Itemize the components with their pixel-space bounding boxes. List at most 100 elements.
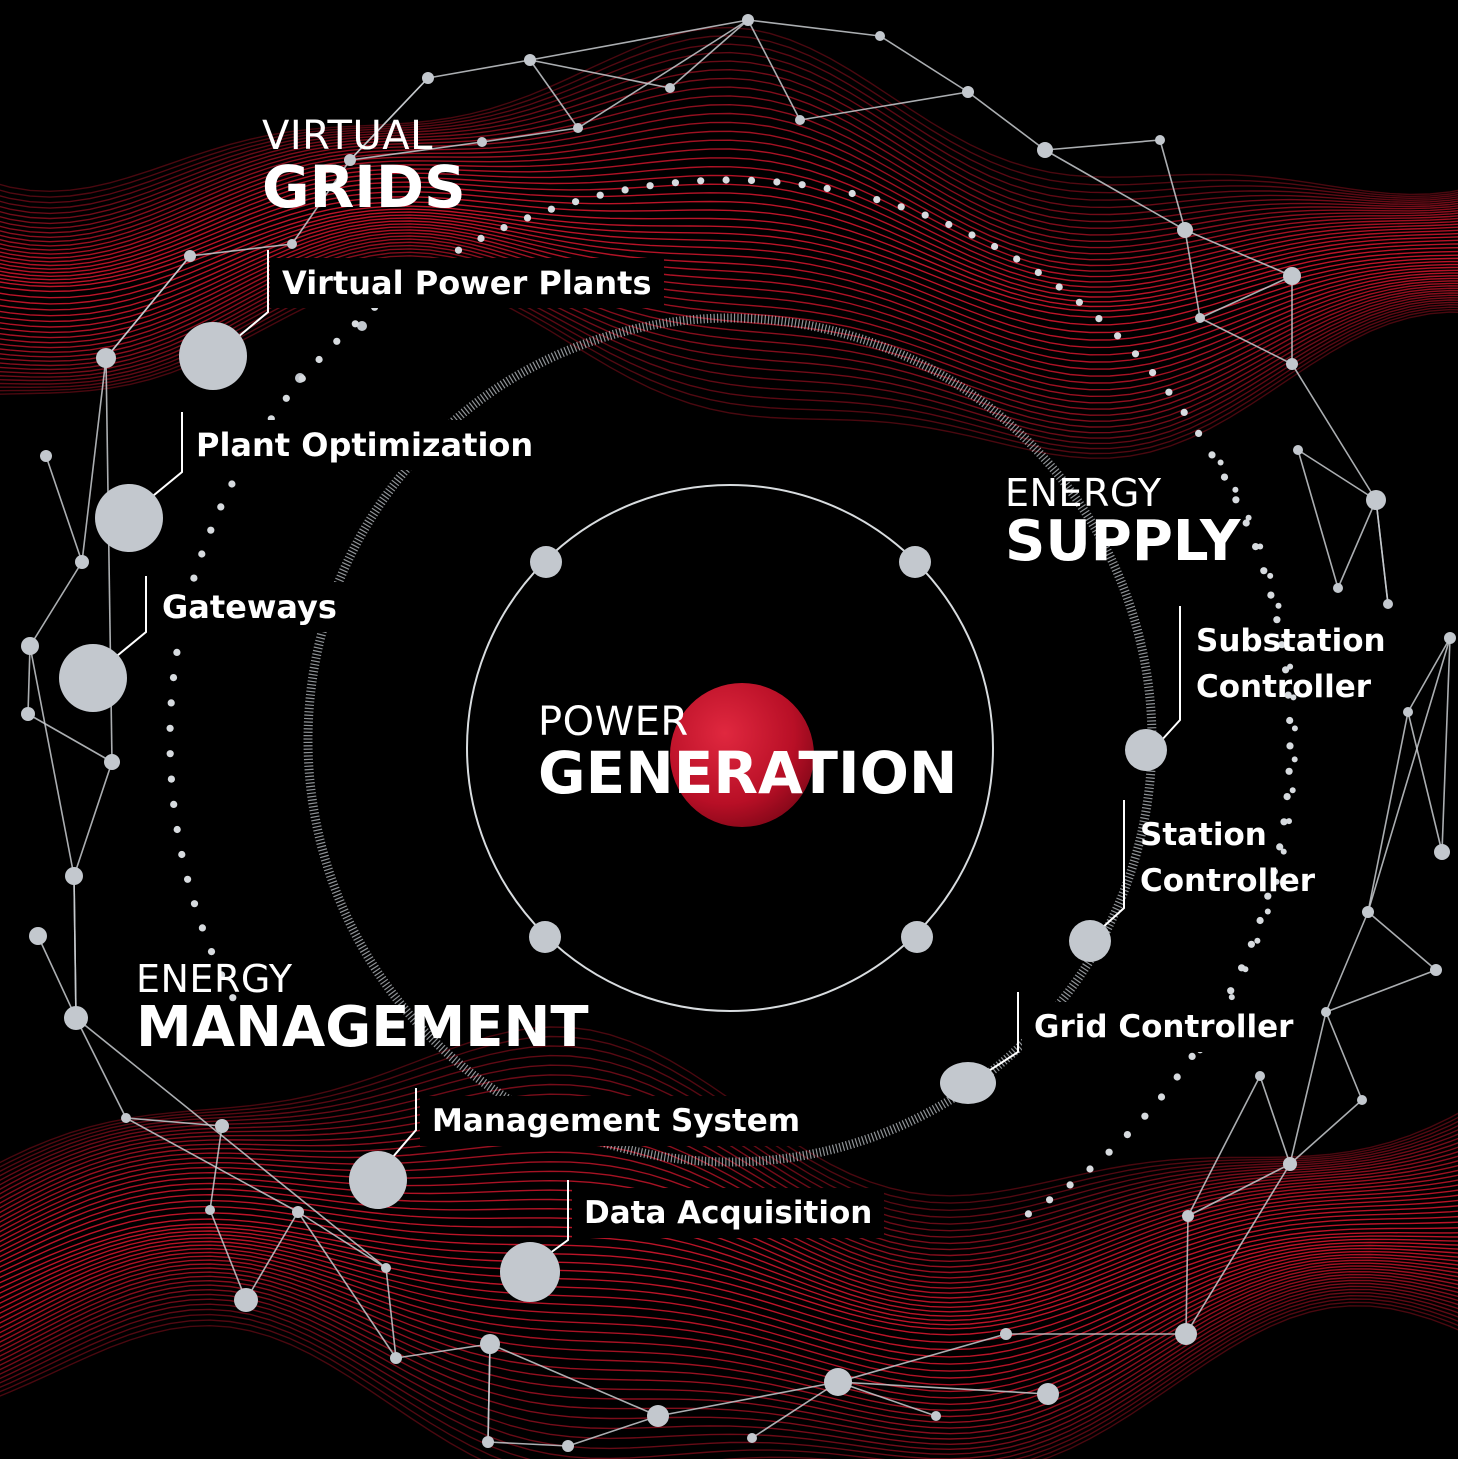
mesh-node: [524, 54, 536, 66]
data-acquisition-node: [500, 1242, 560, 1302]
wave-line: [0, 86, 1458, 229]
mesh-link: [1185, 1215, 1189, 1335]
wave-line: [0, 1282, 1458, 1446]
wave-line: [0, 181, 1458, 293]
ring-dot: [1095, 315, 1103, 323]
mesh-link: [1259, 1075, 1291, 1165]
mesh-link: [481, 127, 579, 143]
ring-dot: [1254, 937, 1261, 944]
wave-line: [0, 1305, 1458, 1459]
mesh-node: [422, 72, 434, 84]
virtual-power-plants-tag: Virtual Power Plants: [270, 258, 664, 308]
mesh-link: [45, 455, 83, 563]
ring-dot: [1149, 369, 1157, 377]
ring-dot: [596, 191, 604, 199]
ring-dot: [671, 179, 680, 187]
wave-line: [0, 223, 1458, 363]
energy-management-line1: ENERGY: [136, 957, 293, 1001]
mesh-link: [297, 1211, 397, 1359]
ring-dot: [1264, 908, 1271, 915]
wave-line: [0, 1122, 1458, 1263]
mesh-node: [1357, 1095, 1367, 1105]
ring-dot: [1270, 868, 1278, 876]
ring-dot: [1275, 602, 1282, 609]
mesh-link: [669, 19, 749, 89]
wave-line: [0, 201, 1458, 312]
ring-dot: [1289, 787, 1296, 794]
mesh-node: [742, 14, 754, 26]
ring-dot: [1195, 429, 1203, 437]
gateways-tag: Gateways: [150, 582, 349, 632]
wave-line: [0, 77, 1458, 225]
mesh-link: [1289, 1099, 1363, 1165]
ring-dot: [1105, 1148, 1113, 1156]
wave-line: [0, 1247, 1458, 1386]
ring-dot: [1287, 663, 1294, 670]
mesh-link: [349, 77, 429, 161]
wave-line: [0, 1298, 1458, 1459]
mesh-link: [751, 1381, 839, 1439]
mesh-link: [1325, 969, 1437, 1013]
ring-dot: [1267, 572, 1274, 579]
ring-dot: [198, 924, 206, 932]
ring-dot: [207, 948, 216, 956]
ring-dot: [1055, 283, 1063, 291]
wave-line: [0, 130, 1458, 261]
inner-node: [901, 921, 933, 953]
mesh-link: [1184, 229, 1201, 319]
ring-dot: [333, 337, 341, 345]
mesh-node: [562, 1440, 574, 1452]
energy-supply-line2: SUPPLY: [1005, 509, 1241, 574]
wave-line: [0, 60, 1458, 215]
wave-line: [0, 1259, 1458, 1406]
ring-dot: [1066, 1181, 1074, 1189]
energy-management-line2: MANAGEMENT: [136, 995, 589, 1060]
wave-line: [0, 1255, 1458, 1399]
mesh-link: [1289, 1011, 1327, 1165]
mesh-link: [489, 1343, 659, 1417]
mesh-link: [747, 19, 881, 37]
mesh-node: [287, 239, 297, 249]
wave-line: [0, 217, 1458, 349]
wave-line: [0, 1294, 1458, 1459]
mesh-link: [837, 1381, 1049, 1395]
wave-line: [0, 220, 1458, 356]
management-system-node: [349, 1151, 407, 1209]
mesh-node: [65, 867, 83, 885]
ring-dot: [167, 775, 175, 783]
ring-dot: [1131, 350, 1140, 358]
mesh-node: [1255, 1071, 1265, 1081]
ring-dot: [1291, 756, 1298, 763]
ring-dot: [167, 699, 175, 707]
mesh-link: [1044, 139, 1161, 151]
ring-dot: [968, 231, 976, 239]
mesh-node: [121, 1113, 131, 1123]
ring-dot: [1280, 848, 1287, 855]
ring-dot: [1267, 591, 1275, 599]
ring-dot: [873, 196, 881, 204]
mesh-link: [75, 1017, 387, 1269]
plant-optimization-tag: Plant Optimization: [184, 420, 546, 470]
virtual-power-plants-node: [179, 322, 247, 390]
ring-dot: [1273, 616, 1281, 624]
ring-dot: [1247, 940, 1255, 948]
wave-line: [0, 1226, 1458, 1344]
mesh-link: [1407, 637, 1451, 713]
ring-dot: [282, 394, 290, 402]
wave-line: [0, 1267, 1458, 1418]
mesh-link: [577, 19, 749, 129]
ring-dot: [1114, 332, 1122, 340]
mesh-node: [64, 1006, 88, 1030]
ring-dot: [166, 724, 174, 732]
mesh-link: [567, 1415, 659, 1447]
mesh-link: [837, 1381, 937, 1417]
mesh-link: [879, 35, 969, 93]
mesh-link: [1297, 449, 1339, 589]
substation-controller-node: [1125, 729, 1167, 771]
station-controller-tag: Station Controller: [1128, 810, 1327, 906]
mesh-link: [1325, 1011, 1363, 1101]
virtual-grids-line1: VIRTUAL: [262, 113, 433, 159]
mesh-link: [27, 645, 31, 715]
mesh-link: [529, 59, 579, 129]
ring-dot: [1173, 1073, 1181, 1081]
